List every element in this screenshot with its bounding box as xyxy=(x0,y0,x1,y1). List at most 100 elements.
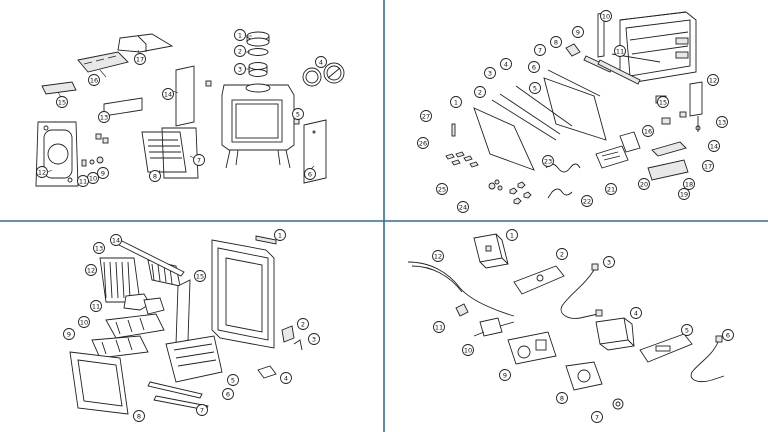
front-frame xyxy=(69,351,129,415)
bracket xyxy=(565,43,581,57)
callout-bottom-right-7: 7 xyxy=(591,411,603,423)
callout-top-right-17: 17 xyxy=(702,160,714,172)
svg-text:3: 3 xyxy=(488,69,492,77)
sensor-cable xyxy=(690,341,725,383)
callout-top-right-24: 24 xyxy=(457,201,469,213)
callout-bottom-right-6: 6 xyxy=(722,329,734,341)
callout-bottom-left-3: 3 xyxy=(308,333,320,345)
svg-text:12: 12 xyxy=(87,266,95,274)
flue-gasket xyxy=(247,48,269,56)
svg-text:2: 2 xyxy=(301,320,305,328)
callout-top-left-2: 2 xyxy=(234,45,246,57)
receiver-box xyxy=(595,317,629,345)
flue-spigot xyxy=(248,62,268,70)
callout-top-left-7: 7 xyxy=(193,154,205,166)
svg-text:20: 20 xyxy=(640,180,648,188)
callout-bottom-right-8: 8 xyxy=(556,392,568,404)
panel-bottom-left xyxy=(69,235,303,415)
callout-top-right-13: 13 xyxy=(716,116,728,128)
handle-knob xyxy=(96,156,104,164)
svg-text:9: 9 xyxy=(576,28,580,36)
callout-top-right-27: 27 xyxy=(420,110,432,122)
svg-text:5: 5 xyxy=(296,110,300,118)
callout-top-left-5: 5 xyxy=(292,108,304,120)
burner-assembly xyxy=(165,335,223,383)
pebble xyxy=(509,187,518,195)
connection-cable xyxy=(560,269,599,319)
firebox-case xyxy=(211,239,275,349)
svg-text:10: 10 xyxy=(602,12,610,20)
gas-valve xyxy=(507,331,557,365)
front-glass xyxy=(473,107,535,171)
clip xyxy=(281,325,295,343)
svg-text:5: 5 xyxy=(231,376,235,384)
svg-text:1: 1 xyxy=(238,31,242,39)
handset-display xyxy=(639,333,693,363)
side-panel xyxy=(689,81,703,117)
log-set xyxy=(105,313,165,339)
callout-top-left-17: 17 xyxy=(134,53,146,65)
svg-text:1: 1 xyxy=(510,231,514,239)
svg-text:2: 2 xyxy=(478,88,482,96)
svg-text:3: 3 xyxy=(607,258,611,266)
svg-text:11: 11 xyxy=(92,302,100,310)
panel-top-left xyxy=(35,31,345,187)
callout-top-right-14: 14 xyxy=(708,140,720,152)
valve-housing xyxy=(565,361,603,391)
svg-text:18: 18 xyxy=(685,180,693,188)
panel-top-right xyxy=(445,11,703,205)
svg-text:5: 5 xyxy=(533,84,537,92)
svg-text:19: 19 xyxy=(680,190,688,198)
svg-text:9: 9 xyxy=(101,169,105,177)
callout-top-right-10: 10 xyxy=(600,10,612,22)
svg-text:17: 17 xyxy=(704,162,712,170)
svg-text:4: 4 xyxy=(634,309,638,317)
svg-text:8: 8 xyxy=(554,38,558,46)
flame-panel xyxy=(175,279,191,345)
callout-top-right-7: 7 xyxy=(534,44,546,56)
svg-text:24: 24 xyxy=(459,203,467,211)
callout-bottom-left-6: 6 xyxy=(222,388,234,400)
svg-text:3: 3 xyxy=(312,335,316,343)
svg-text:13: 13 xyxy=(95,244,103,252)
callout-bottom-right-11: 11 xyxy=(433,321,445,333)
callout-bottom-left-15: 15 xyxy=(194,270,206,282)
svg-text:6: 6 xyxy=(532,63,536,71)
callout-top-right-8: 8 xyxy=(550,36,562,48)
thermocouple-tip xyxy=(455,303,469,317)
glass-strip xyxy=(103,97,143,117)
svg-text:14: 14 xyxy=(112,236,120,244)
callout-bottom-right-12: 12 xyxy=(432,250,444,262)
callout-bottom-left-9: 9 xyxy=(63,328,75,340)
callout-bottom-left-12: 12 xyxy=(85,264,97,276)
svg-text:4: 4 xyxy=(504,60,508,68)
callout-top-right-9: 9 xyxy=(572,26,584,38)
gas-pipe xyxy=(407,261,515,317)
side-panel-right xyxy=(303,119,327,184)
callout-top-left-4: 4 xyxy=(315,56,327,68)
svg-text:7: 7 xyxy=(197,156,201,164)
svg-text:16: 16 xyxy=(644,127,652,135)
callout-top-right-25: 25 xyxy=(436,183,448,195)
callout-bottom-left-13: 13 xyxy=(93,242,105,254)
baffle-grille xyxy=(77,51,129,73)
side-panel-left xyxy=(175,65,195,127)
callout-bottom-left-14: 14 xyxy=(110,234,122,246)
svg-text:2: 2 xyxy=(238,47,242,55)
washer xyxy=(89,159,95,165)
svg-text:21: 21 xyxy=(607,185,615,193)
callout-bottom-left-7: 7 xyxy=(196,404,208,416)
svg-text:5: 5 xyxy=(685,326,689,334)
callout-bottom-left-10: 10 xyxy=(78,316,90,328)
callout-bottom-left-11: 11 xyxy=(90,300,102,312)
callout-bottom-left-5: 5 xyxy=(227,374,239,386)
callout-top-right-15: 15 xyxy=(657,96,669,108)
stove-body xyxy=(221,84,295,151)
remote-handset xyxy=(513,265,565,295)
svg-text:9: 9 xyxy=(67,330,71,338)
svg-text:11: 11 xyxy=(435,323,443,331)
svg-text:15: 15 xyxy=(196,272,204,280)
ignition-knob xyxy=(612,398,624,410)
callout-top-left-9: 9 xyxy=(97,167,109,179)
